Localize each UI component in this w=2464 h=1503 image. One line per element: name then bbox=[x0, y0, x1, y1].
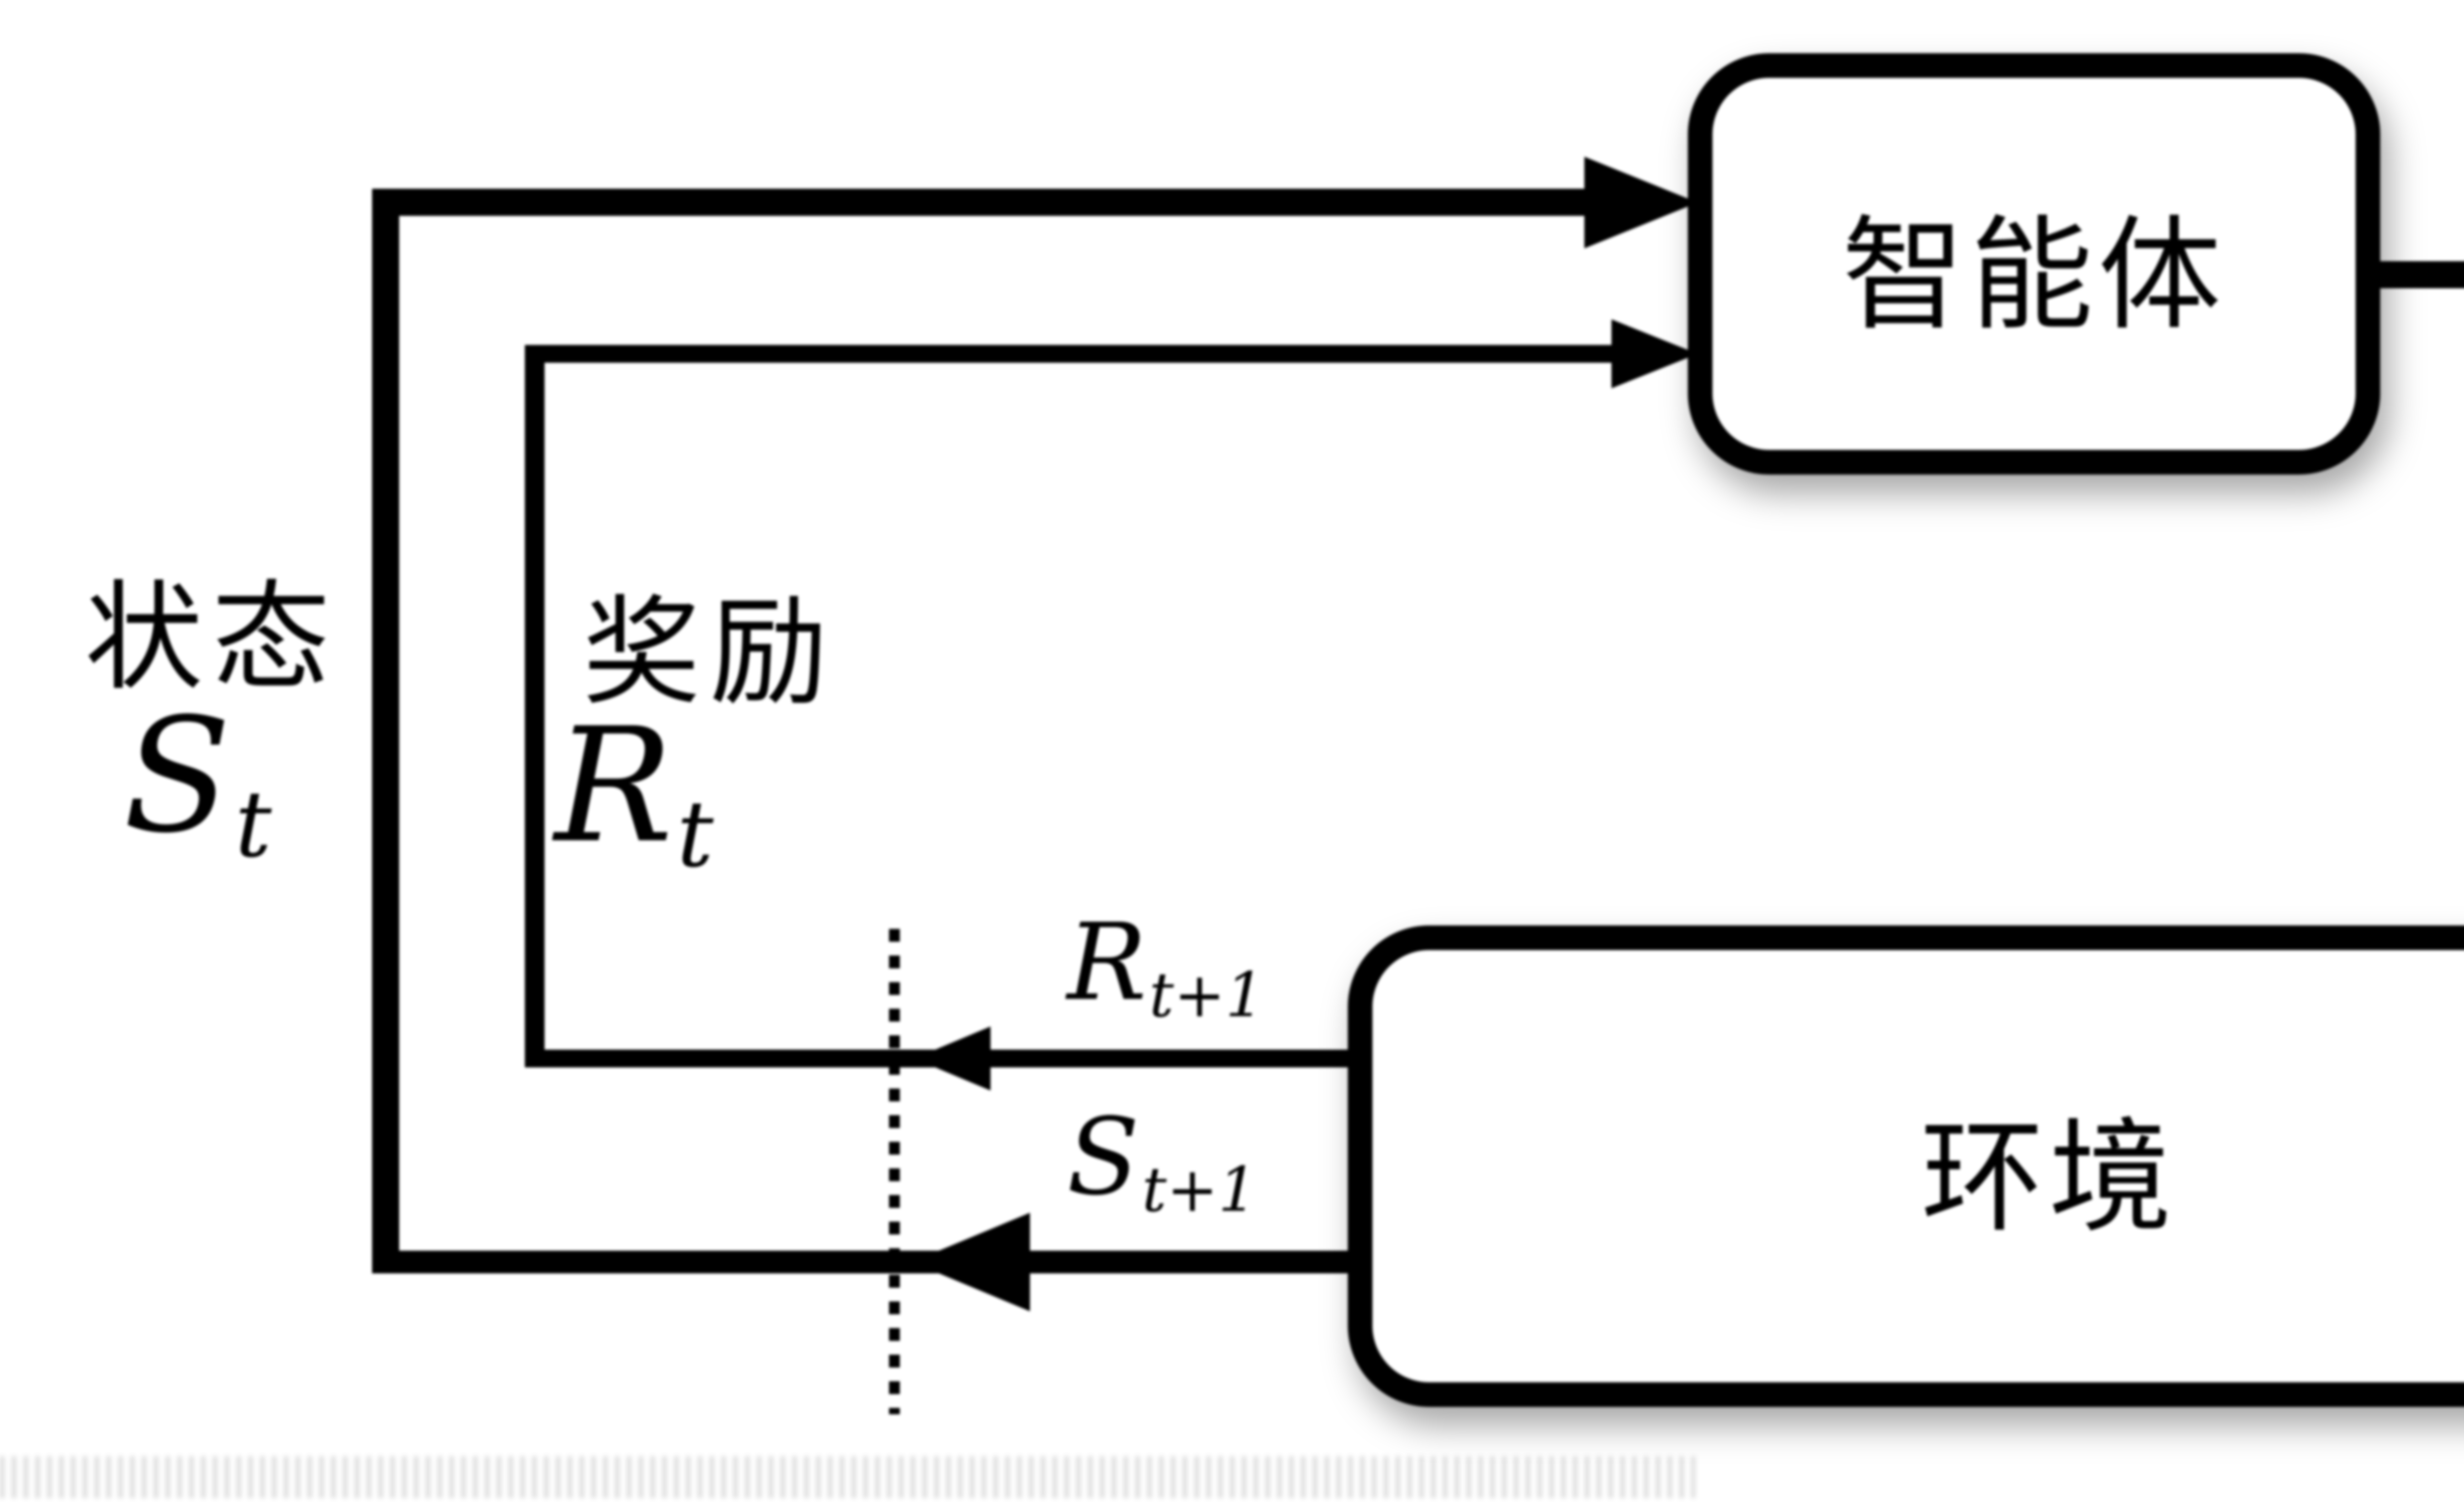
state-symbol-label: St bbox=[123, 697, 272, 871]
next-state-line-horizontal bbox=[372, 1251, 1372, 1273]
state-into-agent-arrowhead-icon bbox=[1584, 157, 1698, 248]
agent-box-label: 智能体 bbox=[1842, 203, 2226, 347]
truncated-caption-artifact bbox=[0, 1456, 1695, 1498]
reward-line-vertical bbox=[525, 345, 545, 1067]
state-line-top-horizontal bbox=[372, 189, 1592, 216]
state-symbol-subscript: t bbox=[235, 771, 272, 878]
reward-symbol: R bbox=[554, 694, 673, 878]
state-line-vertical bbox=[372, 189, 399, 1273]
next-state-subscript: t+1 bbox=[1142, 1154, 1258, 1226]
next-reward-arrowhead-icon bbox=[914, 1026, 991, 1091]
action-line-top-horizontal bbox=[2370, 261, 2464, 288]
environment-box-label: 环境 bbox=[1920, 1105, 2177, 1249]
next-reward-subscript: t+1 bbox=[1149, 959, 1265, 1031]
reward-symbol-subscript: t bbox=[677, 781, 714, 888]
environment-box: 环境 bbox=[1348, 925, 2464, 1407]
reward-into-agent-arrowhead-icon bbox=[1611, 319, 1698, 388]
reward-symbol-label: Rt bbox=[554, 707, 714, 881]
next-state-symbol: S bbox=[1067, 1095, 1140, 1219]
state-word-label: 状态 bbox=[85, 569, 339, 707]
reward-line-top-horizontal bbox=[525, 345, 1616, 363]
reward-word-label: 奖励 bbox=[582, 583, 837, 721]
agent-box: 智能体 bbox=[1688, 53, 2380, 475]
state-symbol: S bbox=[123, 684, 232, 868]
time-step-divider-dashed-line bbox=[889, 929, 900, 1414]
next-state-symbol-label: St+1 bbox=[1067, 1104, 1257, 1221]
next-reward-symbol: R bbox=[1067, 900, 1147, 1024]
next-state-arrowhead-icon bbox=[912, 1213, 1030, 1311]
next-reward-symbol-label: Rt+1 bbox=[1067, 909, 1265, 1026]
